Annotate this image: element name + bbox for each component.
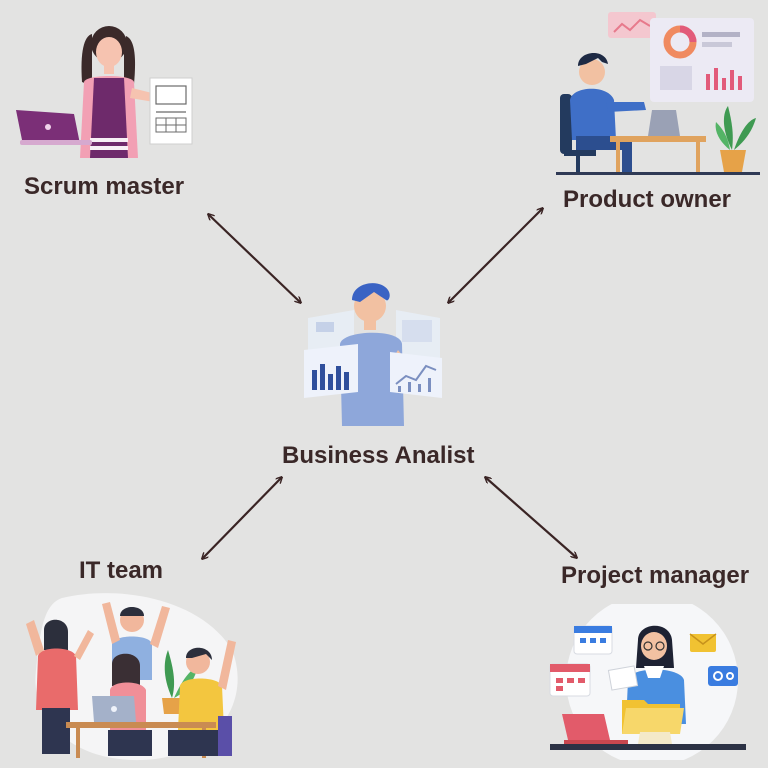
business-analyst-label: Business Analist <box>282 442 475 469</box>
business-analyst-illustration <box>304 283 442 426</box>
product-owner-illustration <box>556 12 760 175</box>
arrow-it-team <box>202 477 282 559</box>
it-team-illustration <box>26 593 238 761</box>
scrum-master-illustration <box>16 26 193 158</box>
scrum-master-label: Scrum master <box>24 173 185 200</box>
arrow-product-owner <box>448 208 543 303</box>
project-manager-label: Project manager <box>561 562 750 589</box>
product-owner-label: Product owner <box>563 186 732 213</box>
project-manager-illustration <box>549 604 746 760</box>
it-team-label: IT team <box>79 557 164 584</box>
arrow-scrum-master <box>208 214 301 303</box>
arrow-project-manager <box>485 477 577 558</box>
